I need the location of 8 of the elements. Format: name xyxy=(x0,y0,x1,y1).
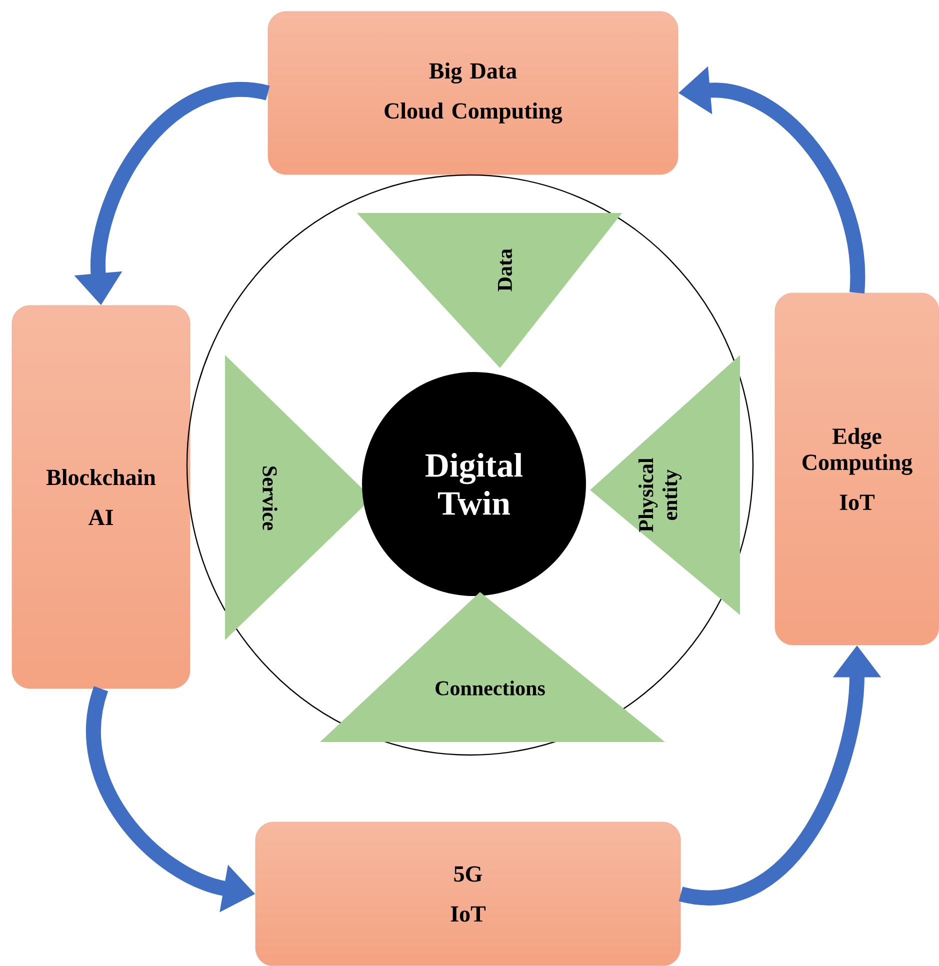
triangle-segment: Data xyxy=(357,213,622,368)
process-box: Big Data Cloud Computing xyxy=(268,11,678,175)
triangle-segment: Connections xyxy=(320,592,665,742)
process-box: Edge Computing IoT xyxy=(774,292,939,646)
triangle-segment: Physical entity xyxy=(590,355,740,615)
process-box: Blockchain AI xyxy=(12,305,190,689)
triangle-segment: Service xyxy=(225,355,372,640)
process-box: 5G IoT xyxy=(255,822,681,966)
